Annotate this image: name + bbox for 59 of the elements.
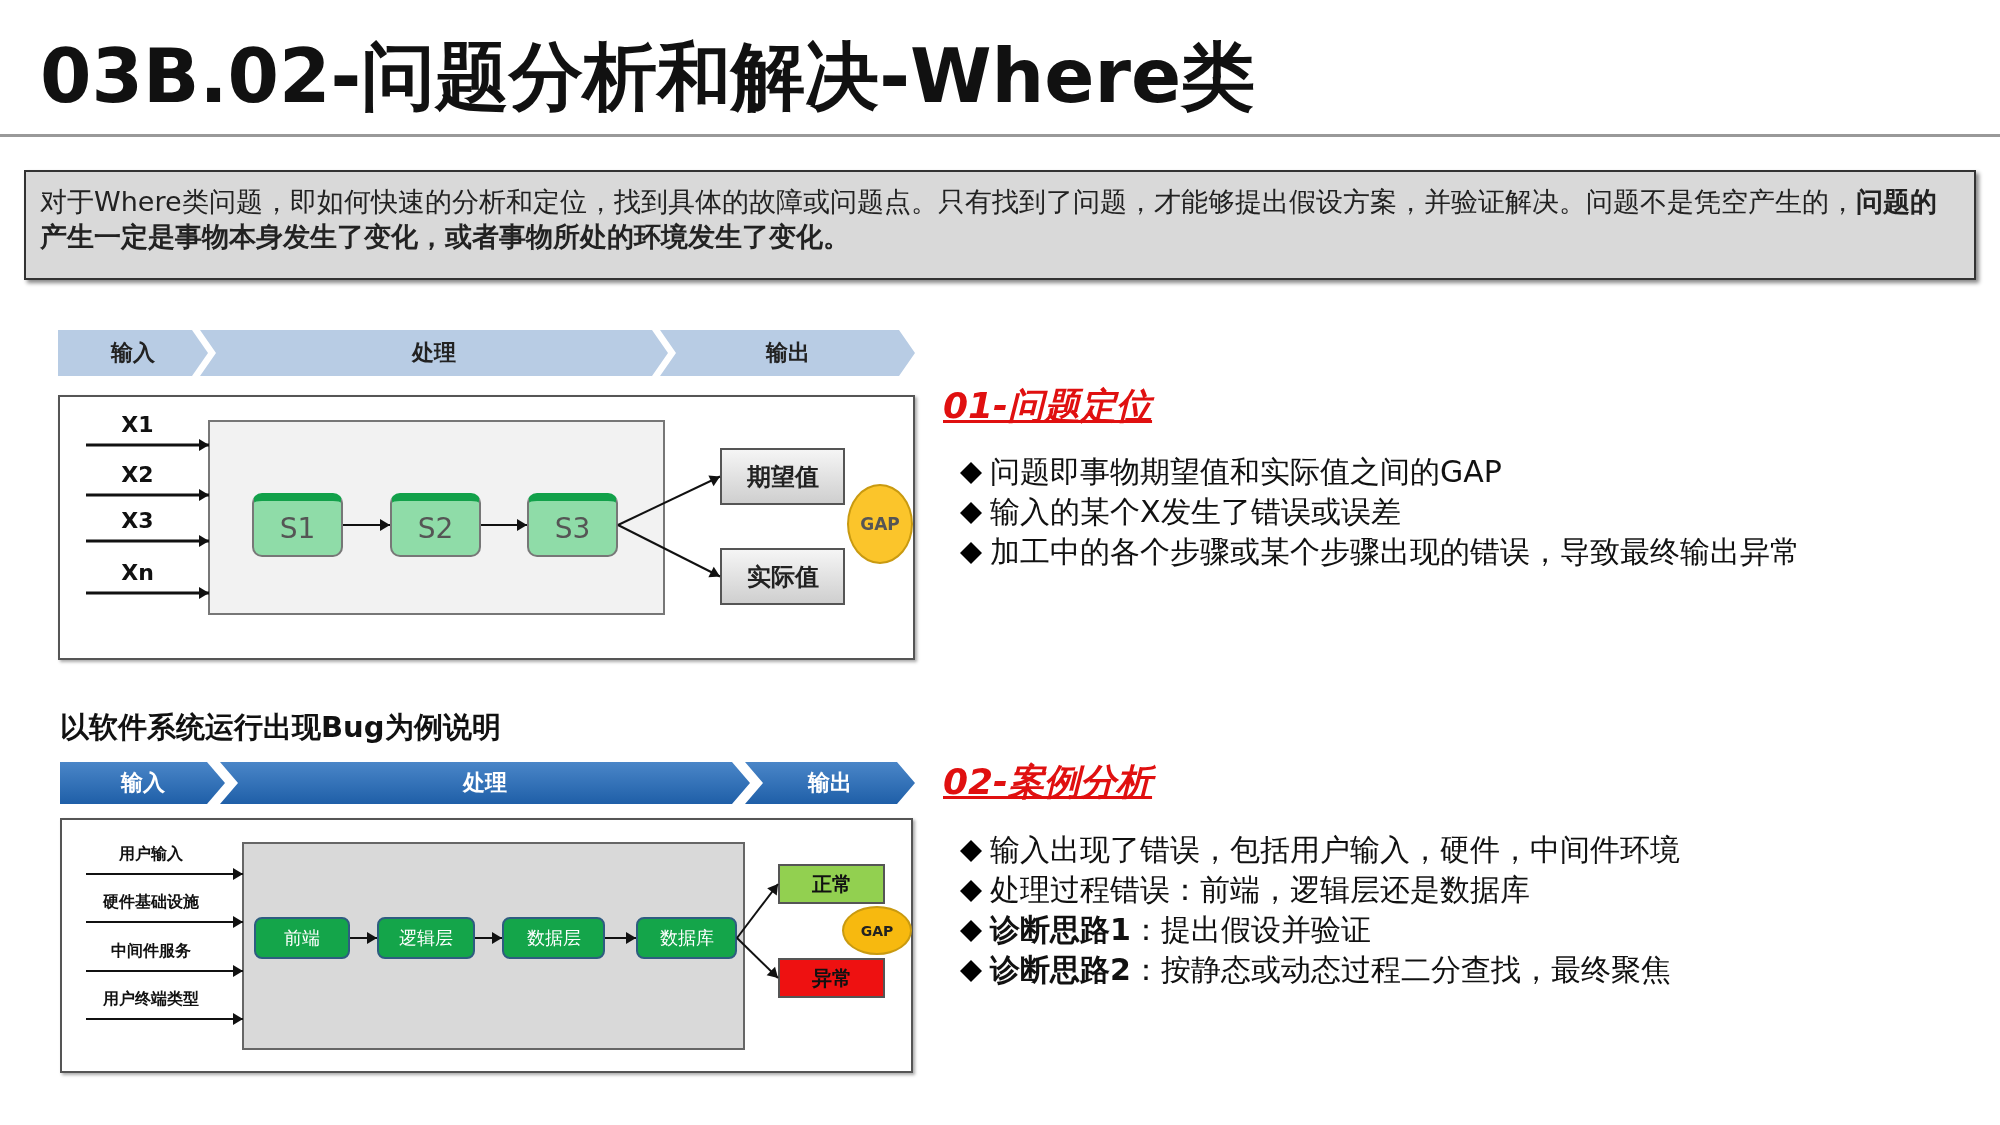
- input-label: X1: [85, 412, 190, 450]
- stage-banner: 输入: [60, 762, 225, 804]
- diagram-panel: [58, 395, 915, 660]
- arrow: [85, 916, 244, 928]
- input-label: Xn: [85, 560, 190, 598]
- input-label: X3: [85, 508, 190, 546]
- step-box: S3: [527, 493, 618, 557]
- gap-ellipse: GAP: [847, 484, 913, 564]
- arrow: [736, 937, 779, 979]
- stage-banner: 输出: [745, 762, 915, 804]
- arrow: [85, 868, 244, 880]
- bullet-text: 问题即事物期望值和实际值之间的GAP: [990, 453, 1502, 491]
- arrow: [480, 519, 528, 531]
- stage-banner: 处理: [220, 762, 750, 804]
- diagram-panel: [60, 818, 913, 1073]
- arrow: [617, 524, 721, 578]
- bullet-text: 诊断思路1：提出假设并验证: [990, 911, 1371, 949]
- arrow: [617, 475, 721, 526]
- output-box: 异常: [778, 958, 885, 998]
- note-box: 对于Where类问题，即如何快速的分析和定位，找到具体的故障或问题点。只有找到了问题，才能够提出假设方案，并验证解决。问题不是凭空产生的，问题的产生一定是事物本身发生了变化，或者事物所处的环境发生了变化。: [24, 170, 1976, 280]
- output-box: 期望值: [720, 448, 845, 505]
- section-subtitle: 以软件系统运行出现Bug为例说明: [60, 709, 501, 746]
- bullet-text: 诊断思路2：按静态或动态过程二分查找，最终聚焦: [990, 951, 1671, 989]
- step-box: 数据库: [636, 917, 737, 959]
- step-box: S1: [252, 493, 343, 557]
- input-label: 中间件服务: [85, 940, 217, 976]
- stage-banner: 输出: [660, 330, 915, 376]
- step-box: 前端: [254, 917, 350, 959]
- arrow: [86, 535, 209, 547]
- arrow: [342, 519, 391, 531]
- input-label: X2: [85, 462, 190, 500]
- arrow: [86, 587, 209, 599]
- step-box: S2: [390, 493, 481, 557]
- slide-title: 03B.02-问题分析和解决-Where类: [40, 32, 1256, 121]
- input-label: 用户输入: [85, 843, 217, 879]
- step-box: 数据层: [502, 917, 605, 959]
- arrow: [474, 932, 503, 944]
- process-area: [242, 842, 745, 1050]
- stage-banner: 处理: [200, 330, 668, 376]
- output-box: 实际值: [720, 548, 845, 605]
- step-box: 逻辑层: [377, 917, 475, 959]
- arrow: [604, 932, 637, 944]
- arrow: [86, 439, 209, 451]
- output-box: 正常: [778, 864, 885, 904]
- arrow: [85, 965, 244, 977]
- bullet-text: 输入出现了错误，包括用户输入，硬件，中间件环境: [990, 831, 1680, 869]
- stage-banner: 输入: [58, 330, 208, 376]
- bullet-text: 输入的某个X发生了错误或误差: [990, 493, 1401, 531]
- bullet-text: 加工中的各个步骤或某个步骤出现的错误，导致最终输出异常: [990, 533, 1800, 571]
- bullet-text: 处理过程错误：前端，逻辑层还是数据库: [990, 871, 1530, 909]
- gap-ellipse: GAP: [842, 906, 912, 955]
- input-label: 硬件基础设施: [85, 891, 217, 927]
- arrow: [736, 883, 779, 939]
- process-area: [208, 420, 665, 615]
- arrow: [86, 489, 209, 501]
- section-heading: 01-问题定位: [943, 384, 1153, 428]
- input-label: 用户终端类型: [85, 988, 217, 1024]
- arrow: [85, 1013, 244, 1025]
- arrow: [349, 932, 378, 944]
